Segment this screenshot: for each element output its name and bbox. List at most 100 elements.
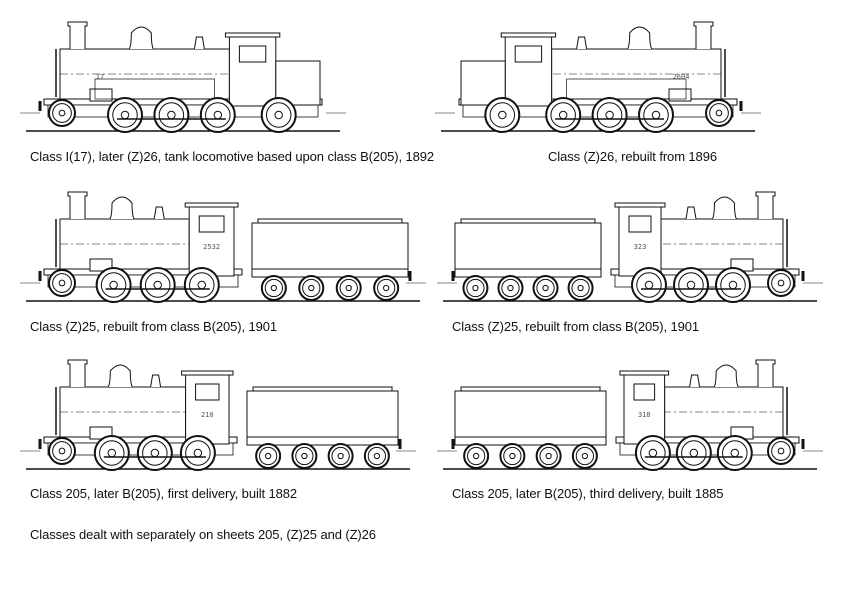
leading-wheel (767, 269, 795, 297)
wheel-rim (771, 273, 791, 293)
driving-wheel (675, 435, 712, 471)
wheel-rim (571, 278, 590, 298)
chimney (67, 359, 88, 387)
locomotive-tender-323: 323 (437, 191, 823, 303)
tender-wheel (291, 443, 318, 469)
cab-window (238, 45, 267, 63)
wheel-rim (302, 278, 321, 298)
wheel-hub (777, 279, 785, 287)
wheel-rim (575, 446, 594, 466)
wheel-hub (715, 109, 723, 117)
wheel-rim (536, 278, 555, 298)
wheel-hub (542, 284, 549, 292)
side-tank (566, 78, 687, 100)
wheel-hub (577, 284, 584, 292)
driving-wheel (95, 267, 132, 303)
cab-window (514, 45, 543, 63)
trailing-wheel (260, 97, 297, 133)
locomotive-number: 318 (638, 411, 651, 419)
leading-wheel (48, 99, 76, 127)
chimney (755, 191, 776, 219)
cab-roof (500, 32, 557, 38)
wheel-rim (189, 272, 215, 298)
driving-wheel (179, 435, 216, 471)
cab-roof (614, 202, 666, 208)
wheel-rim (339, 278, 358, 298)
steam-dome (627, 26, 653, 50)
wheel-rim (144, 272, 171, 298)
locomotive-number: 323 (634, 243, 647, 251)
wheel-hub (383, 284, 390, 292)
wheel-hub (301, 452, 308, 460)
tender-coal-rail (252, 386, 393, 392)
wheel-hub (58, 447, 66, 455)
caption-row1-right: Class (Z)26, rebuilt from 1896 (548, 149, 717, 164)
cab (618, 205, 662, 277)
safety-valve (193, 36, 205, 50)
wheel-hub (777, 447, 785, 455)
cab-window (633, 383, 656, 401)
wheel-rim (722, 440, 748, 466)
driving-wheel (716, 435, 753, 471)
wheel-rim (52, 441, 72, 461)
wheel-rim (636, 272, 662, 298)
wheel-rim (709, 103, 729, 123)
caption-row3-right: Class 205, later B(205), third delivery,… (452, 486, 724, 501)
wheel-rim (681, 440, 707, 466)
chimney (67, 21, 88, 49)
wheel-hub (472, 284, 479, 292)
tender (451, 386, 607, 469)
driving-wheel (715, 267, 751, 303)
driving-wheel (638, 97, 674, 133)
wheel-rim (185, 440, 211, 466)
steam-dome (713, 364, 739, 388)
tender-wheel (335, 275, 362, 301)
wheel-rim (596, 102, 623, 128)
wheel-rim (265, 102, 292, 128)
sandbox (668, 88, 692, 102)
driving-wheel (634, 435, 671, 471)
number-plate: 318 (638, 411, 651, 419)
tender-coal-rail (257, 218, 403, 224)
safety-valve (689, 374, 701, 388)
tender-wheel (260, 275, 287, 301)
driving-wheel (673, 267, 709, 303)
driving-wheel (153, 97, 190, 133)
tender-wheel (363, 443, 390, 469)
wheel-rim (295, 446, 314, 466)
wheel-rim (367, 446, 386, 466)
leading-wheel (48, 437, 76, 465)
tender-frame (251, 268, 409, 278)
tender-wheel (497, 275, 524, 301)
driving-wheel (591, 97, 628, 133)
wheel-rim (550, 102, 576, 128)
tender-tank (251, 222, 409, 270)
wheel-hub (270, 284, 277, 292)
tender (251, 218, 412, 301)
cab-roof (184, 202, 239, 208)
leading-wheel (705, 99, 733, 127)
tender-wheel (535, 443, 562, 469)
wheel-hub (345, 284, 352, 292)
locomotive-number: 210 (201, 411, 214, 419)
wheel-rim (264, 278, 283, 298)
driving-wheel (545, 97, 582, 133)
safety-valve (685, 206, 697, 220)
locomotive-number: 2532 (203, 243, 220, 251)
tender-wheel (567, 275, 594, 301)
driving-wheel (136, 435, 173, 471)
leading-wheel (48, 269, 76, 297)
steam-dome (109, 196, 135, 220)
trailing-wheel (484, 97, 521, 133)
tender-frame (454, 268, 602, 278)
safety-valve (576, 36, 588, 50)
wheel-hub (581, 452, 588, 460)
cab-roof (619, 370, 670, 376)
wheel-rim (467, 446, 486, 466)
tender-tank (454, 390, 607, 438)
wheel-rim (331, 446, 350, 466)
wheel-hub (58, 109, 66, 117)
steam-dome (107, 364, 133, 388)
caption-row2-left: Class (Z)25, rebuilt from class B(205), … (30, 319, 278, 334)
